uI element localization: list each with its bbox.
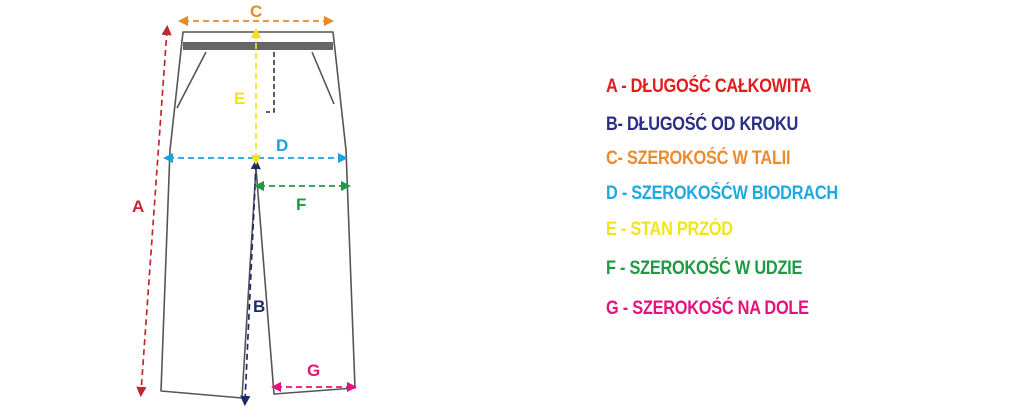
fly-stitch bbox=[266, 52, 275, 113]
measure-line-a bbox=[136, 24, 172, 398]
diagram-label-f: F bbox=[296, 195, 306, 214]
legend-item-b: B- DŁUGOŚĆ OD KROKU bbox=[606, 114, 799, 135]
legend-item-g: G - SZEROKOŚĆ NA DOLE bbox=[606, 298, 809, 319]
legend-item-d: D - SZEROKOŚĆW BIODRACH bbox=[606, 183, 838, 204]
left-pocket-line bbox=[176, 51, 207, 109]
diagram-label-c: C bbox=[250, 2, 262, 21]
diagram-label-e: E bbox=[234, 89, 245, 108]
legend-item-a: A - DŁUGOŚĆ CAŁKOWITA bbox=[606, 76, 812, 97]
diagram-label-a: A bbox=[132, 197, 144, 216]
waistband bbox=[183, 42, 333, 50]
legend-item-e: E - STAN PRZÓD bbox=[606, 219, 733, 240]
legend-item-f: F - SZEROKOŚĆ W UDZIE bbox=[606, 258, 803, 279]
right-pocket-line bbox=[311, 51, 335, 105]
legend-item-c: C- SZEROKOŚĆ W TALII bbox=[606, 148, 791, 169]
trousers-outline bbox=[160, 31, 356, 399]
diagram-label-g: G bbox=[307, 361, 320, 380]
diagram-label-d: D bbox=[276, 136, 288, 155]
diagram-label-b: B bbox=[253, 297, 265, 316]
measure-line-b bbox=[240, 158, 261, 407]
